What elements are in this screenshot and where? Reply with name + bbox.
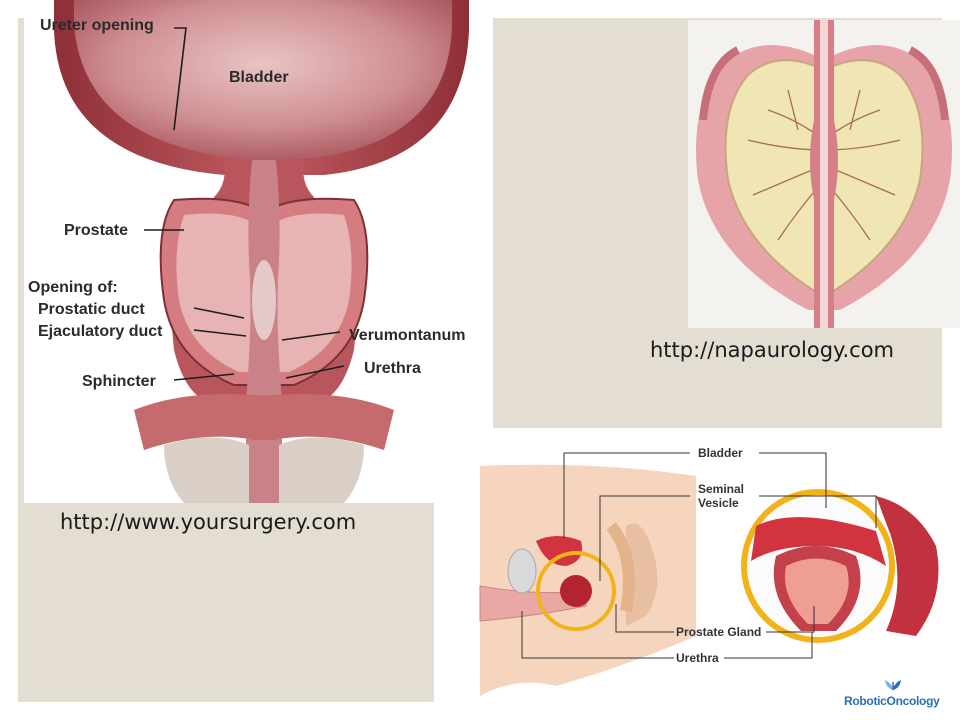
prostate-coronal-svg: Ureter opening Bladder Prostate Opening … xyxy=(28,0,469,503)
label-vesicle: Vesicle xyxy=(698,496,739,510)
source-url-left: http://www.yoursurgery.com xyxy=(60,510,357,534)
label-ejaculatory-duct: Ejaculatory duct xyxy=(38,323,163,340)
prostate-location-illustration: Bladder Seminal Vesicle Prostate Gland U… xyxy=(476,436,960,720)
source-url-right: http://napaurology.com xyxy=(650,338,895,362)
label-prostatic-duct: Prostatic duct xyxy=(38,301,145,318)
robotic-oncology-logo-icon xyxy=(885,680,901,690)
label-opening-of: Opening of: xyxy=(28,279,118,296)
label-verumontanum: Verumontanum xyxy=(349,327,465,344)
label-sphincter: Sphincter xyxy=(82,373,156,390)
prostate-cross-section-illustration xyxy=(688,20,960,328)
prostate-cross-section-svg xyxy=(696,20,952,328)
robotic-oncology-logo-text: RoboticOncology xyxy=(844,694,940,708)
label-seminal: Seminal xyxy=(698,482,744,496)
label-urethra: Urethra xyxy=(364,360,421,377)
label-bladder-bottom: Bladder xyxy=(698,446,743,460)
label-urethra-bottom: Urethra xyxy=(676,651,719,665)
label-prostate-gland: Prostate Gland xyxy=(676,625,761,639)
label-prostate: Prostate xyxy=(64,222,128,239)
prostate-location-svg: Bladder Seminal Vesicle Prostate Gland U… xyxy=(479,446,939,696)
label-bladder: Bladder xyxy=(229,69,289,86)
prostate-coronal-illustration: Ureter opening Bladder Prostate Opening … xyxy=(24,0,474,503)
label-ureter-opening: Ureter opening xyxy=(40,17,154,34)
